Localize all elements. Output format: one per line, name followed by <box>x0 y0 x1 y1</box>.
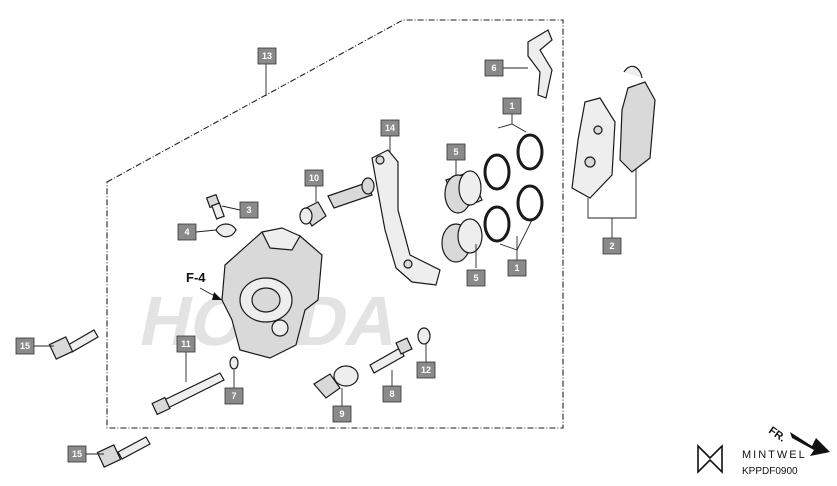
brand-logo: MINTWEL <box>697 444 807 474</box>
svg-text:15: 15 <box>72 449 82 459</box>
diagram-code: KPPDF0900 <box>742 466 798 477</box>
piston-seals[interactable] <box>483 133 544 243</box>
slide-pin[interactable] <box>369 337 413 374</box>
mounting-bolt-lower[interactable] <box>96 436 151 468</box>
washer[interactable] <box>229 356 239 370</box>
pin-boot[interactable] <box>299 201 327 227</box>
direction-arrow-icon <box>790 432 830 456</box>
svg-text:1: 1 <box>514 263 519 273</box>
bleeder-screw[interactable] <box>205 193 225 220</box>
svg-text:12: 12 <box>421 365 431 375</box>
caliper-bracket[interactable] <box>327 149 441 286</box>
svg-text:13: 13 <box>262 51 272 61</box>
callout-12[interactable]: 12 <box>416 361 436 379</box>
brake-pad-set[interactable] <box>571 65 656 199</box>
view-label-f4: F-4 <box>186 270 222 300</box>
callout-10[interactable]: 10 <box>304 169 324 187</box>
callout-1-lower[interactable]: 1 <box>507 259 527 277</box>
svg-text:6: 6 <box>491 63 496 73</box>
callout-15-upper[interactable]: 15 <box>15 337 35 355</box>
pad-spring[interactable] <box>527 29 553 99</box>
brand-text: MINTWEL <box>742 449 807 461</box>
callout-8[interactable]: 8 <box>382 385 402 403</box>
svg-text:3: 3 <box>246 205 251 215</box>
callout-1-upper[interactable]: 1 <box>502 97 522 115</box>
callout-13[interactable]: 13 <box>257 47 277 65</box>
callout-14[interactable]: 14 <box>380 119 400 137</box>
bleeder-cap[interactable] <box>215 223 237 238</box>
pin-cap[interactable] <box>417 327 431 345</box>
piston-upper[interactable] <box>444 170 483 214</box>
svg-text:2: 2 <box>609 241 614 251</box>
brand-logo-icon <box>697 444 723 474</box>
pad-pin[interactable] <box>151 372 225 416</box>
view-label-text: F-4 <box>186 270 206 285</box>
svg-text:11: 11 <box>181 339 191 349</box>
callout-9[interactable]: 9 <box>332 405 352 423</box>
callout-6[interactable]: 6 <box>484 59 504 77</box>
svg-text:7: 7 <box>231 391 236 401</box>
svg-text:5: 5 <box>453 147 458 157</box>
svg-text:4: 4 <box>184 227 189 237</box>
svg-text:10: 10 <box>309 173 319 183</box>
svg-text:5: 5 <box>473 273 478 283</box>
leader-lines <box>34 64 637 455</box>
assembly-border <box>106 19 564 429</box>
callout-7[interactable]: 7 <box>224 387 244 405</box>
svg-text:1: 1 <box>509 101 514 111</box>
svg-text:15: 15 <box>20 341 30 351</box>
callout-5-lower[interactable]: 5 <box>466 269 486 287</box>
front-direction-text: FR. <box>766 425 787 445</box>
callout-15-lower[interactable]: 15 <box>67 445 87 463</box>
callout-11[interactable]: 11 <box>176 335 196 353</box>
cap-nut[interactable] <box>313 365 359 399</box>
caliper-body[interactable] <box>221 227 323 359</box>
svg-text:9: 9 <box>339 409 344 419</box>
mounting-bolt-upper[interactable] <box>48 329 99 360</box>
callout-5-upper[interactable]: 5 <box>446 143 466 161</box>
callout-3[interactable]: 3 <box>239 201 259 219</box>
svg-text:8: 8 <box>389 389 394 399</box>
svg-text:14: 14 <box>385 123 395 133</box>
callout-2[interactable]: 2 <box>602 237 622 255</box>
callout-4[interactable]: 4 <box>177 223 197 241</box>
